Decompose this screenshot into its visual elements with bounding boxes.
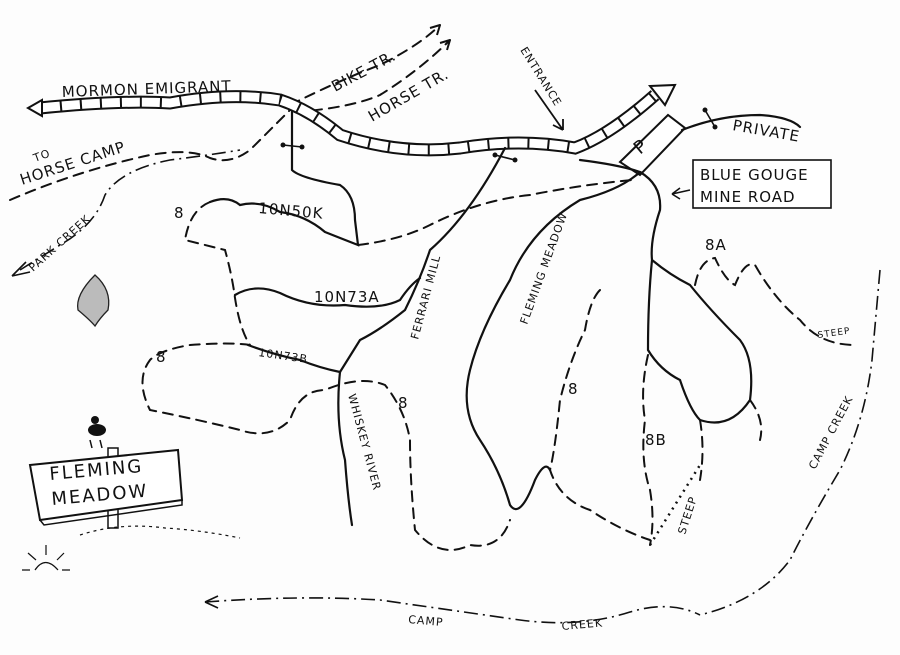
road-10n73b <box>246 343 342 374</box>
trail-8-connector <box>357 179 633 246</box>
mormon-emigrant-highway <box>39 90 660 157</box>
to-horse-camp-label-1: TO <box>31 147 53 166</box>
trail-8-label: 8 <box>398 394 409 412</box>
entrance-arrow-icon <box>534 89 564 131</box>
trail-8a-label: 8A <box>705 236 727 254</box>
road-10n50k <box>208 110 360 247</box>
blue-gouge-label-1: BLUE GOUGE <box>700 166 809 184</box>
road-10n73b-label: 10N73B <box>258 346 309 366</box>
park-creek-arrow-icon <box>11 261 31 277</box>
trail-8-north <box>141 201 511 551</box>
sun-icon <box>22 545 70 571</box>
trail-8-south <box>548 289 651 541</box>
ferrari-mill-label: FERRARI MILL <box>408 253 443 340</box>
road-10n50k-label: 10N50K <box>258 199 325 223</box>
camp-creek-east-line <box>699 269 881 616</box>
bike-trail-arrow-icon <box>429 24 451 51</box>
whiskey-river <box>337 370 354 527</box>
camp-creek-south-label-2: CREEK <box>561 616 603 633</box>
park-creek-label: PARK CREEK <box>26 212 93 274</box>
park-creek-line <box>19 149 241 271</box>
horse-camp-trail <box>9 99 301 201</box>
whiskey-river-label: WHISKEY RIVER <box>345 392 383 492</box>
horse-trail-line <box>294 39 451 113</box>
highway-label: MORMON EMIGRANT <box>62 77 232 101</box>
gate-icon <box>704 109 716 128</box>
steep-label: STEEP <box>817 326 851 340</box>
trail-8-label: 8 <box>156 348 167 366</box>
camp-creek-south-line <box>204 597 701 624</box>
steep-dotted-trail <box>648 464 702 546</box>
highway-west-arrow-icon <box>25 98 43 118</box>
arrowhead-icon <box>76 274 110 328</box>
steep-label: STEEP <box>675 495 699 536</box>
trail-8a <box>694 256 856 346</box>
highway-east-arrow-icon <box>647 83 677 107</box>
trail-8-label: 8 <box>568 380 579 398</box>
road-10n73a-label: 10N73A <box>314 288 380 306</box>
bird-icon <box>88 416 106 449</box>
road-10n73a <box>233 276 422 308</box>
blue-gouge-box <box>692 159 832 209</box>
ferrari-mill-road <box>338 146 507 374</box>
fleming-meadow-sign <box>28 447 241 539</box>
camp-creek-arrow-icon <box>204 595 219 609</box>
camp-creek-south-label-1: CAMP <box>408 613 444 629</box>
gate-icon <box>282 144 303 148</box>
gate-icon <box>494 154 516 161</box>
blue-gouge-mine-road <box>638 170 753 424</box>
fleming-meadow-road <box>465 158 643 511</box>
trail-8b-label: 8B <box>645 431 667 449</box>
trail-8-label: 8 <box>174 204 185 222</box>
trail-8b <box>642 354 763 546</box>
camp-creek-east-label: CAMP CREEK <box>806 394 856 472</box>
blue-gouge-label-2: MINE ROAD <box>700 188 796 206</box>
to-horse-camp-label-2: HORSE CAMP <box>18 138 128 189</box>
bike-trail-label: BIKE TR. <box>328 46 399 95</box>
blue-gouge-arrow-icon <box>671 187 691 200</box>
private-road <box>680 113 802 132</box>
